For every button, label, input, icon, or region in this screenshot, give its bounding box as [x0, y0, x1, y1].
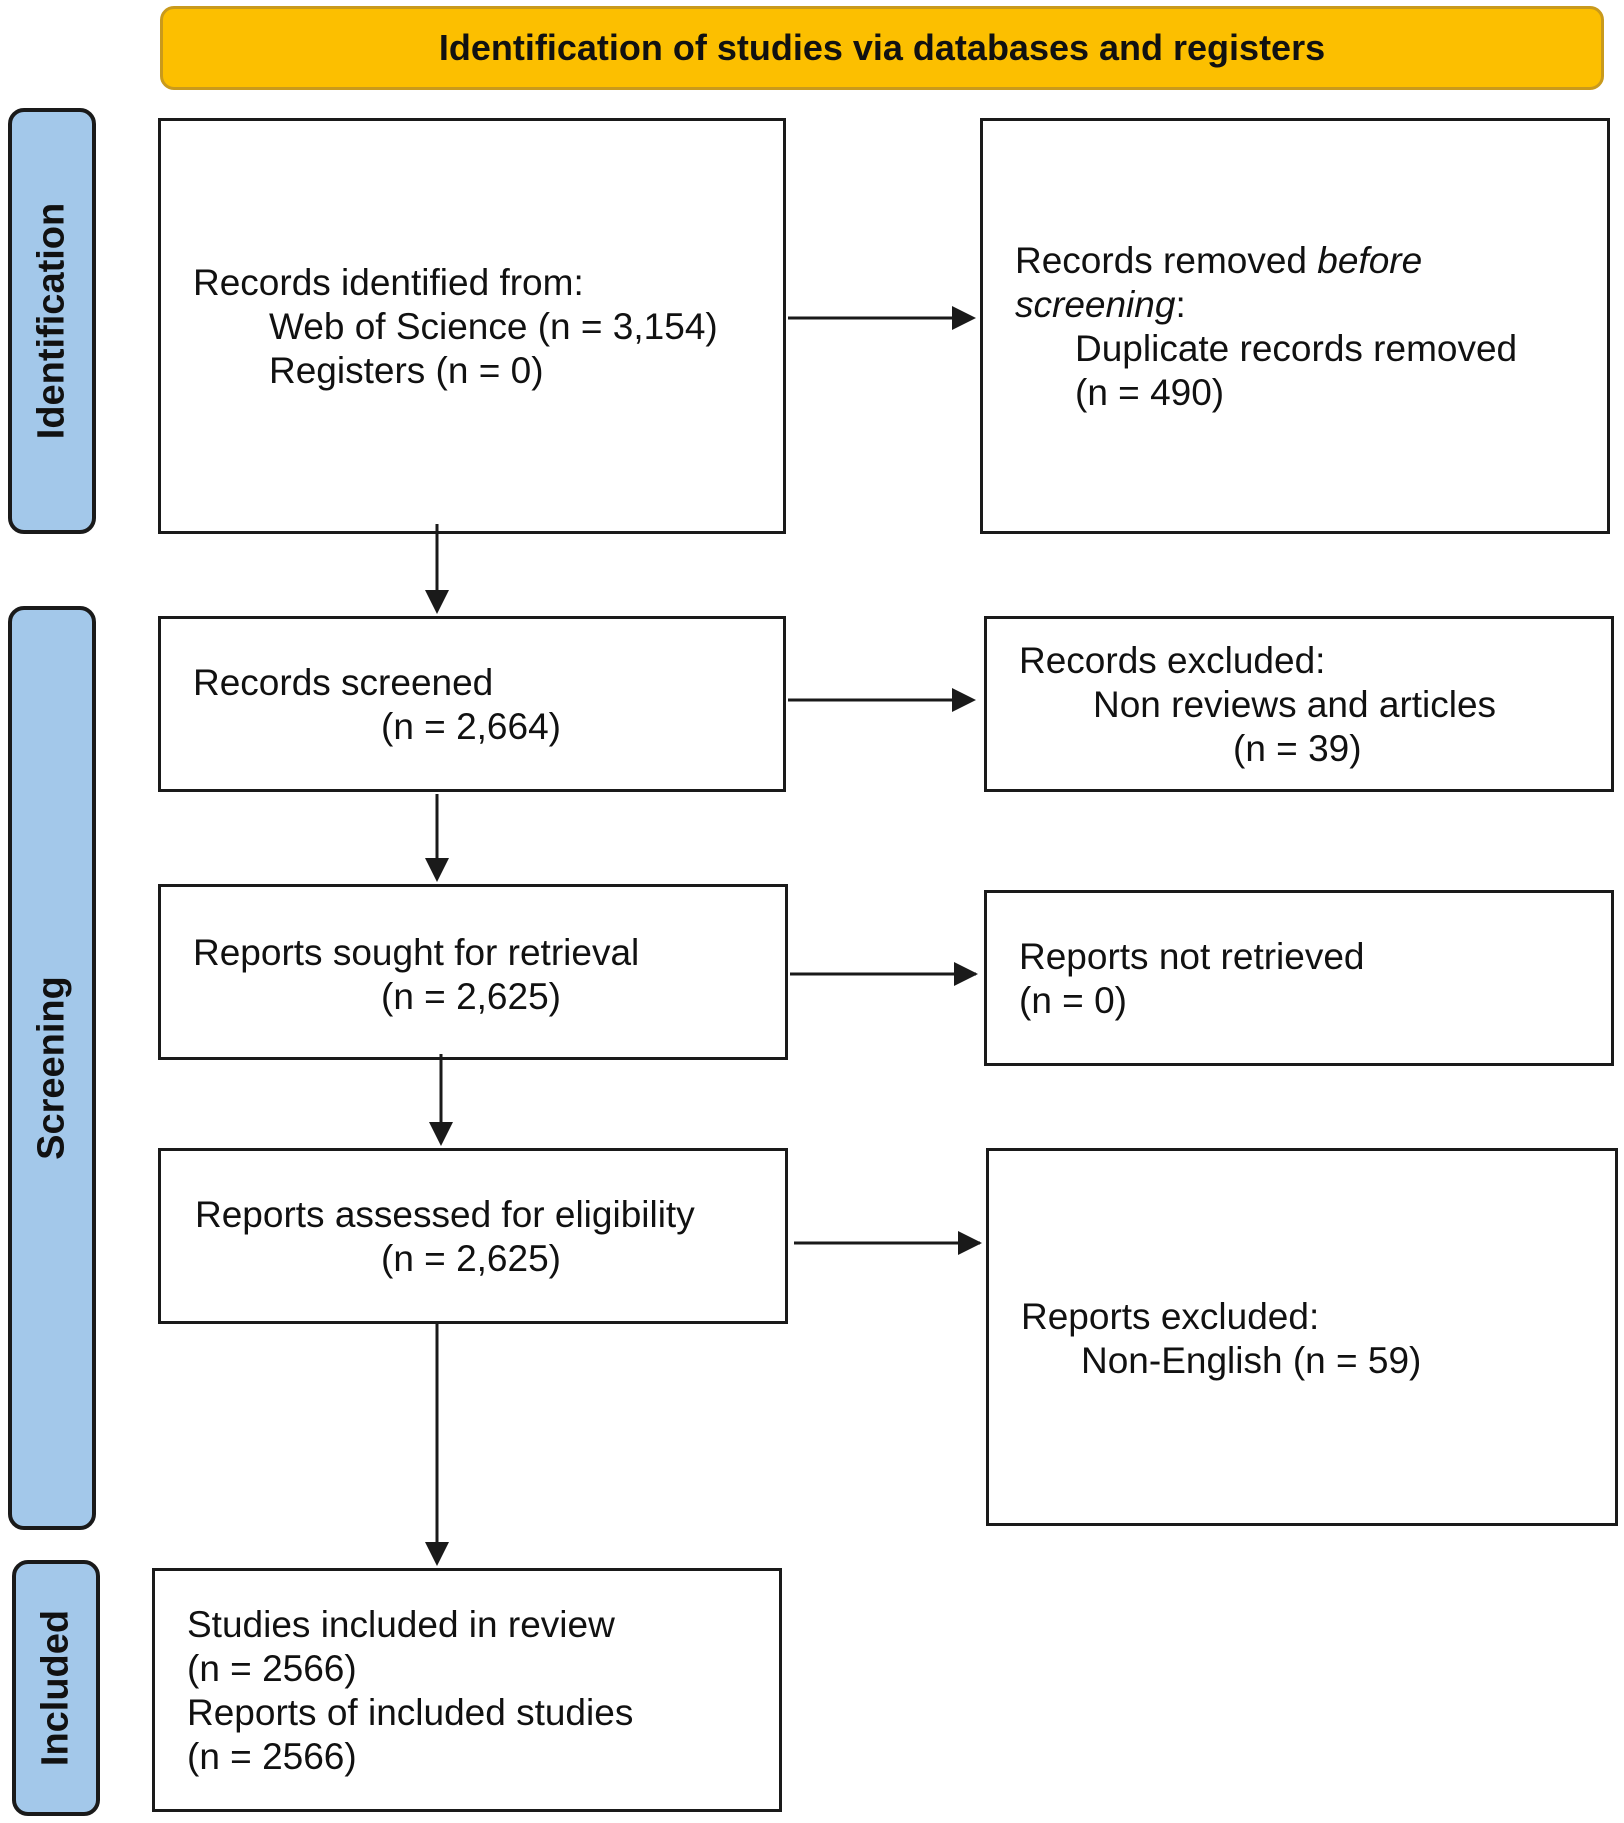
- reports-excluded-item: Non-English (n = 59): [1081, 1340, 1422, 1381]
- reports-included-count: (n = 2566): [187, 1736, 357, 1777]
- header-title: Identification of studies via databases …: [438, 27, 1326, 68]
- records-screened-box: Records screened (n = 2,664): [158, 616, 786, 792]
- reports-not-retrieved-box: Reports not retrieved (n = 0): [984, 890, 1614, 1066]
- reports-assessed-label: Reports assessed for eligibility: [195, 1194, 695, 1235]
- arrowhead-identified-to-removed: [952, 306, 976, 330]
- arrowhead-assessed-to-included: [425, 1542, 449, 1566]
- records-identified-heading: Records identified from:: [193, 262, 584, 303]
- records-removed-heading-italic-2: screening: [1015, 284, 1176, 325]
- records-removed-heading-line-2: screening:: [1015, 283, 1186, 327]
- stage-identification: Identification: [8, 108, 96, 534]
- reports-sought-label: Reports sought for retrieval: [193, 932, 640, 973]
- records-removed-box: Records removed before screening: Duplic…: [980, 118, 1610, 534]
- stage-included: Included: [12, 1560, 100, 1816]
- reports-assessed-box: Reports assessed for eligibility (n = 2,…: [158, 1148, 788, 1324]
- records-excluded-item: Non reviews and articles: [1093, 684, 1497, 725]
- records-identified-box: Records identified from: Web of Science …: [158, 118, 786, 534]
- records-screened-count: (n = 2,664): [381, 706, 561, 747]
- records-removed-heading-line-1: Records removed before: [1015, 239, 1422, 283]
- reports-sought-count: (n = 2,625): [381, 976, 561, 1017]
- arrowhead-identified-to-screened: [425, 590, 449, 614]
- header-banner: Identification of studies via databases …: [160, 6, 1604, 90]
- records-excluded-heading: Records excluded:: [1019, 640, 1326, 681]
- records-excluded-count: (n = 39): [1233, 728, 1362, 769]
- records-screened-label: Records screened: [193, 662, 494, 703]
- studies-included-label: Studies included in review: [187, 1604, 615, 1645]
- stage-screening: Screening: [8, 606, 96, 1530]
- records-identified-source-2: Registers (n = 0): [269, 350, 544, 391]
- arrowhead-screened-to-excluded: [952, 688, 976, 712]
- records-removed-heading-colon: :: [1175, 284, 1186, 325]
- reports-included-label: Reports of included studies: [187, 1692, 634, 1733]
- included-box: Studies included in review (n = 2566) Re…: [152, 1568, 782, 1812]
- records-removed-heading-plain: Records removed: [1015, 240, 1318, 281]
- arrowhead-assessed-to-excluded: [958, 1231, 982, 1255]
- reports-excluded-box: Reports excluded: Non-English (n = 59): [986, 1148, 1618, 1526]
- records-removed-item: Duplicate records removed: [1075, 328, 1518, 369]
- reports-sought-box: Reports sought for retrieval (n = 2,625): [158, 884, 788, 1060]
- arrowhead-sought-to-not-retrieved: [954, 962, 978, 986]
- records-excluded-box: Records excluded: Non reviews and articl…: [984, 616, 1614, 792]
- studies-included-count: (n = 2566): [187, 1648, 357, 1689]
- records-identified-source-1: Web of Science (n = 3,154): [269, 306, 718, 347]
- records-removed-count: (n = 490): [1075, 372, 1225, 413]
- arrowhead-sought-to-assessed: [429, 1122, 453, 1146]
- reports-not-retrieved-label: Reports not retrieved: [1019, 936, 1365, 977]
- reports-not-retrieved-count: (n = 0): [1019, 980, 1127, 1021]
- reports-excluded-heading: Reports excluded:: [1021, 1296, 1320, 1337]
- arrowhead-screened-to-sought: [425, 858, 449, 882]
- records-removed-heading-italic-1: before: [1317, 240, 1423, 281]
- reports-assessed-count: (n = 2,625): [381, 1238, 561, 1279]
